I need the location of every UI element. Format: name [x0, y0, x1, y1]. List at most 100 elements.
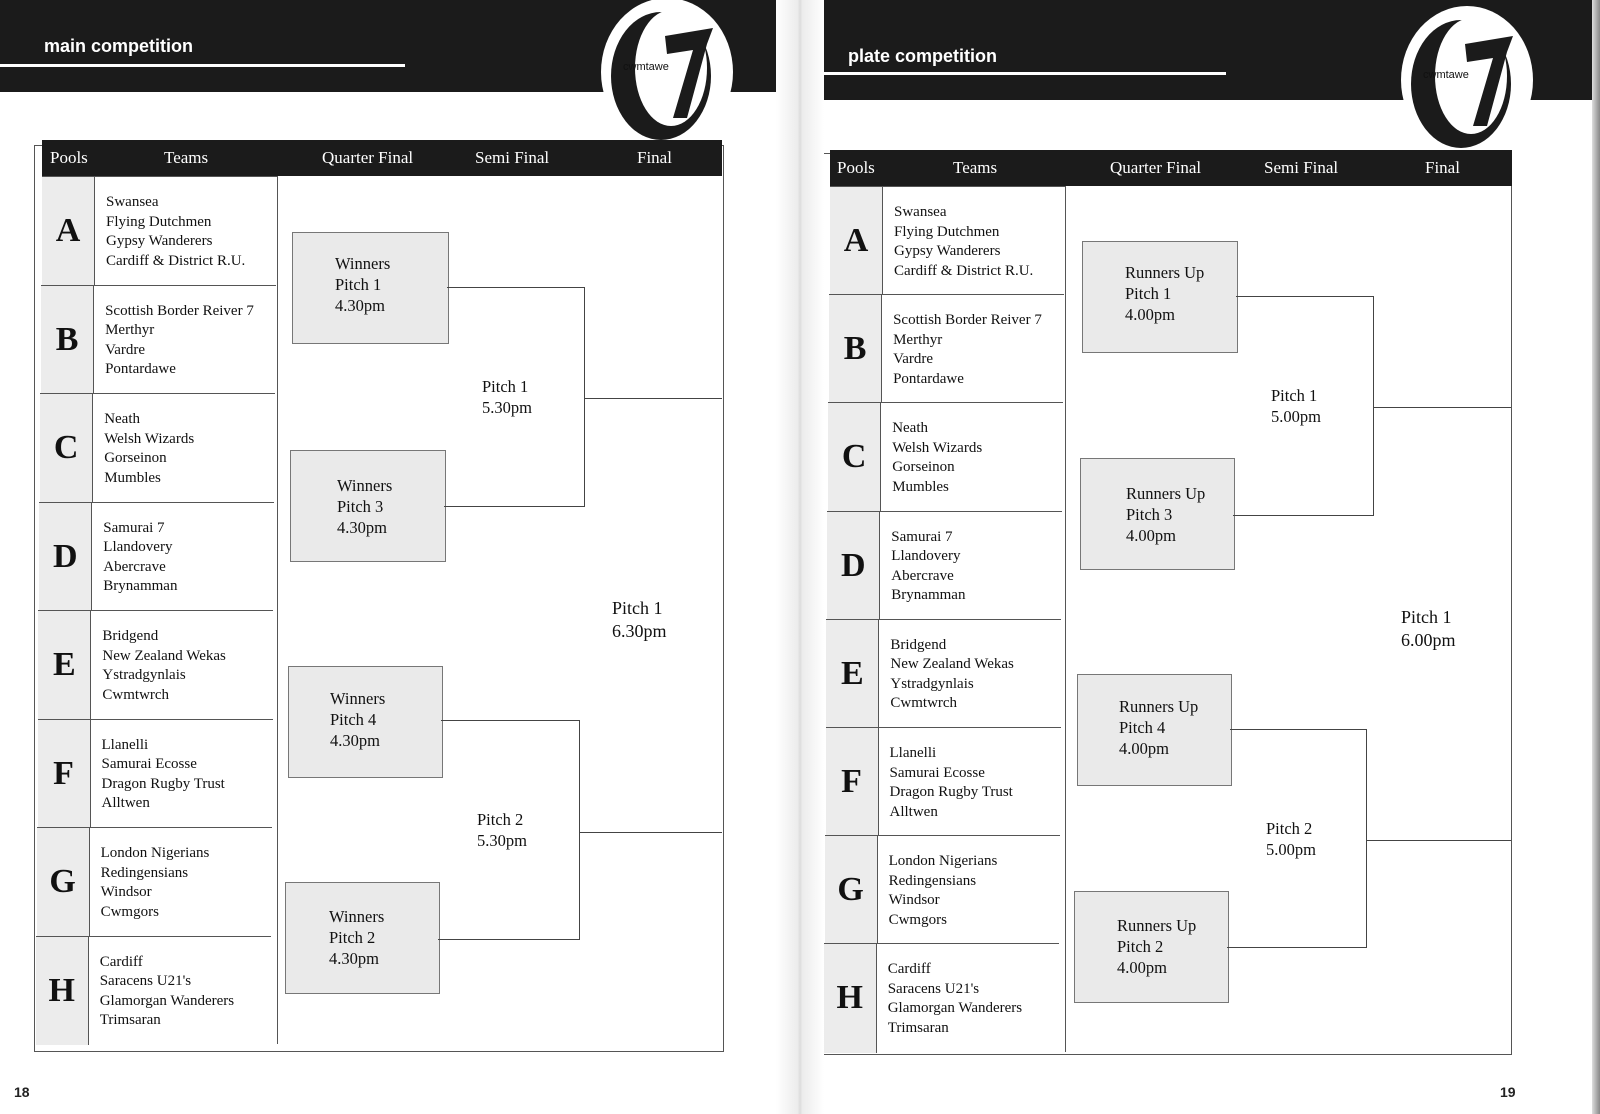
column-header-bar: Pools Teams Quarter Final Semi Final Fin… — [830, 150, 1512, 186]
qf-time: 4.30pm — [330, 731, 380, 750]
page-plate-competition: plate competition cwmtawe 's Pools Teams… — [800, 0, 1600, 1114]
logo-suffix: 's — [1513, 48, 1527, 74]
team-name: Welsh Wizards — [892, 439, 983, 456]
team-name: New Zealand Wekas — [890, 656, 1014, 673]
bracket-line — [1373, 296, 1374, 516]
logo: cwmtawe 's — [1401, 6, 1533, 154]
page-main-competition: main competition cwmtawe 's Pools Teams … — [0, 0, 800, 1100]
sf-time: 5.30pm — [477, 831, 527, 850]
pool-letter-cell: H — [35, 936, 89, 1045]
team-name: Samurai Ecosse — [101, 756, 197, 772]
pool-letter-cell: A — [830, 187, 883, 296]
qf-time: 4.00pm — [1126, 526, 1176, 545]
col-header-pools: Pools — [837, 158, 875, 177]
col-header-teams: Teams — [164, 148, 209, 167]
team-name: London Nigerians — [100, 845, 210, 861]
col-header-semi-final: Semi Final — [475, 148, 550, 167]
pool-letter-cell: C — [828, 403, 882, 512]
qf-time: 4.00pm — [1119, 739, 1169, 758]
book-gutter — [776, 0, 824, 1114]
quarter-final-box-4: Runners Up Pitch 2 4.00pm — [1074, 891, 1229, 1003]
team-name: Cardiff — [887, 961, 931, 978]
sf-pitch: Pitch 1 — [1271, 386, 1318, 405]
qf-pitch: Pitch 3 — [337, 497, 384, 516]
team-name: Samurai 7 — [103, 519, 165, 536]
team-name: Bridgend — [890, 636, 947, 653]
pool-letter: H — [836, 979, 863, 1017]
pool-letter-cell: H — [823, 944, 877, 1053]
team-name: Scottish Border Reiver 7 — [893, 312, 1042, 329]
team-name: Glamorgan Wanderers — [99, 992, 235, 1009]
team-name: Ystradgynlais — [890, 675, 974, 692]
pool-letter: F — [53, 754, 74, 792]
quarter-final-box-3: Runners Up Pitch 4 4.00pm — [1077, 674, 1232, 786]
sf-pitch: Pitch 2 — [1266, 819, 1313, 838]
qf-label: Winners — [337, 476, 393, 495]
team-name: London Nigerians — [888, 853, 998, 870]
team-name: Flying Dutchmen — [894, 223, 1000, 240]
bracket-line — [1233, 515, 1374, 516]
semi-final-1: Pitch 1 5.30pm — [482, 376, 532, 418]
team-name: Flying Dutchmen — [106, 213, 212, 230]
sf-time: 5.00pm — [1266, 840, 1316, 859]
final-time: 6.00pm — [1401, 630, 1456, 650]
bracket-line — [1366, 840, 1511, 841]
qf-label: Runners Up — [1119, 697, 1199, 716]
team-name: Saracens U21's — [887, 980, 980, 997]
final-time: 6.30pm — [612, 621, 667, 641]
pool-letter-cell: D — [39, 502, 93, 611]
qf-time: 4.00pm — [1117, 958, 1167, 977]
pool-letter-cell: G — [824, 836, 878, 945]
pool-letter-cell: A — [42, 177, 95, 286]
team-name: Glamorgan Wanderers — [887, 1000, 1023, 1017]
pool-letter: A — [55, 212, 81, 250]
team-name: Cwmgors — [100, 903, 159, 920]
final-pitch: Pitch 1 — [1401, 607, 1452, 627]
sf-time: 5.30pm — [482, 398, 532, 417]
team-name: Brynamman — [891, 587, 966, 604]
team-name: Neath — [892, 420, 929, 437]
final-match: Pitch 1 6.30pm — [612, 597, 667, 643]
logo-text: cwmtawe — [623, 61, 669, 73]
header-rule — [0, 64, 405, 67]
team-name: Llandovery — [103, 539, 173, 555]
page-number: 19 — [1500, 1084, 1516, 1100]
bracket-line — [1236, 296, 1374, 297]
qf-label: Runners Up — [1117, 916, 1197, 935]
pool-letter-cell: D — [827, 511, 881, 620]
team-name: Bridgend — [102, 628, 159, 644]
team-name: Gypsy Wanderers — [106, 233, 213, 249]
team-name: Redingensians — [100, 864, 189, 881]
sf-pitch: Pitch 1 — [482, 377, 529, 396]
pool-letter-cell: G — [36, 828, 90, 937]
bracket-line — [1366, 729, 1367, 948]
team-name: Samurai 7 — [891, 528, 953, 545]
bracket-line — [579, 720, 580, 940]
team-name: Scottish Border Reiver 7 — [105, 302, 254, 319]
pool-letter: B — [55, 320, 79, 358]
pool-letter: G — [837, 871, 864, 909]
team-name: Vardre — [105, 341, 146, 358]
team-name: Alltwen — [889, 803, 938, 820]
team-name: New Zealand Wekas — [102, 647, 226, 664]
bracket-line — [438, 939, 580, 940]
team-name: Windsor — [100, 884, 152, 900]
col-header-semi-final: Semi Final — [1264, 158, 1339, 177]
team-name: Llanelli — [889, 745, 937, 761]
teams-column-divider — [277, 176, 278, 1044]
team-name: Neath — [104, 411, 141, 427]
team-name: Saracens U21's — [99, 973, 192, 989]
